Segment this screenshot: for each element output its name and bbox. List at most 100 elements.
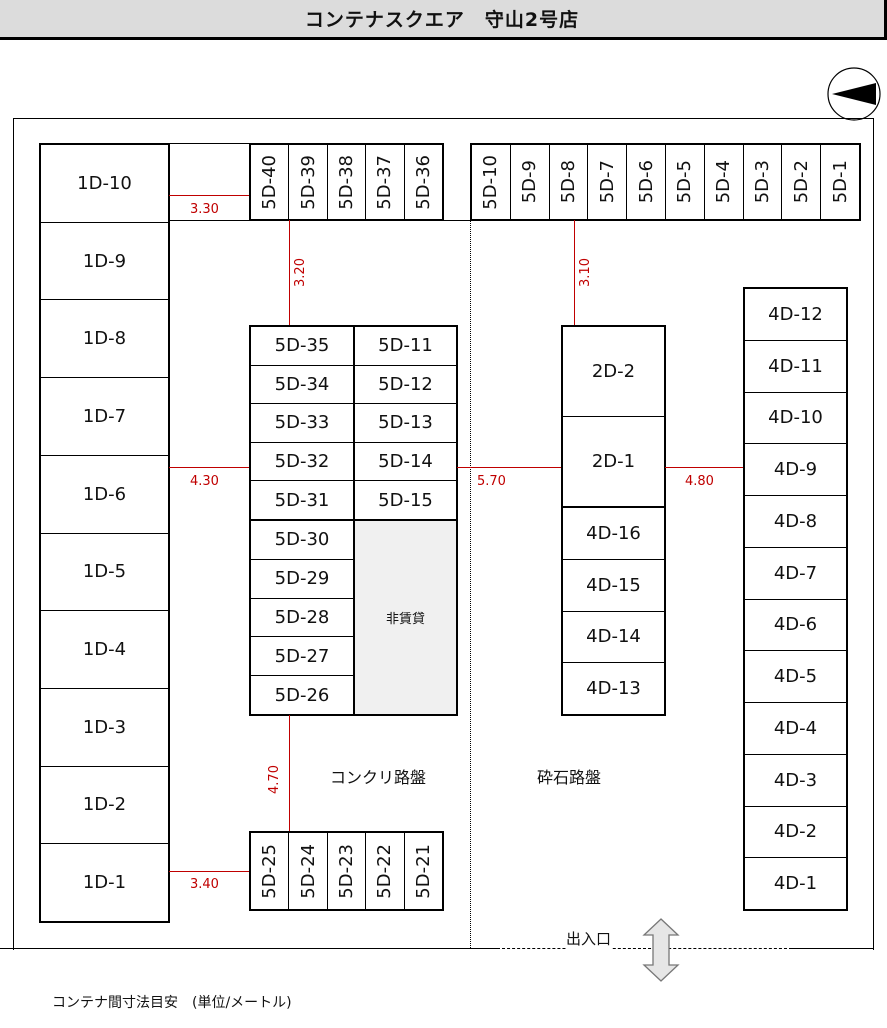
unit-label: 2D-2 — [591, 361, 636, 382]
dimension-label: 4.80 — [685, 474, 714, 489]
unit-label: 5D-25 — [259, 843, 281, 899]
container-unit[interactable]: 4D-7 — [745, 546, 846, 599]
container-unit[interactable]: 5D-21 — [403, 833, 442, 909]
unit-label: 1D-1 — [82, 872, 127, 894]
unit-label: 5D-10 — [480, 154, 502, 210]
unit-label: 4D-12 — [768, 303, 823, 325]
container-unit[interactable]: 5D-38 — [326, 145, 365, 219]
unit-label: 5D-28 — [274, 606, 330, 628]
container-unit[interactable]: 5D-12 — [355, 364, 456, 404]
container-unit[interactable]: 4D-8 — [745, 495, 846, 547]
dimension-label: 3.40 — [190, 877, 219, 892]
container-unit[interactable]: 5D-39 — [288, 145, 326, 219]
container-unit[interactable]: 4D-10 — [745, 391, 846, 444]
container-unit[interactable]: 5D-34 — [251, 364, 353, 404]
unit-label: 1D-4 — [82, 639, 127, 661]
container-unit[interactable]: 5D-28 — [251, 597, 353, 637]
concrete-surface-label: コンクリ路盤 — [330, 768, 427, 787]
container-unit[interactable]: 2D-1 — [563, 416, 664, 506]
container-unit[interactable]: 4D-1 — [745, 857, 846, 909]
container-unit[interactable]: 4D-16 — [563, 508, 664, 559]
unit-label: 4D-11 — [768, 355, 823, 377]
unit-label: 4D-7 — [773, 562, 818, 584]
unit-group-bottom-5d: 5D-25 5D-24 5D-23 5D-22 5D-21 — [249, 831, 444, 911]
container-unit[interactable]: 5D-32 — [251, 441, 353, 481]
container-unit[interactable]: 5D-30 — [251, 521, 353, 559]
unit-label: 4D-13 — [586, 678, 641, 700]
container-unit[interactable]: 5D-24 — [288, 833, 326, 909]
container-unit[interactable]: 1D-8 — [41, 299, 168, 377]
container-unit[interactable]: 5D-4 — [703, 145, 743, 219]
container-unit[interactable]: 1D-7 — [41, 377, 168, 455]
container-unit[interactable]: 4D-13 — [563, 662, 664, 714]
container-unit[interactable]: 5D-25 — [251, 833, 288, 909]
container-unit[interactable]: 5D-7 — [587, 145, 626, 219]
dimension-label: 5.70 — [477, 474, 506, 489]
container-unit[interactable]: 5D-33 — [251, 403, 353, 442]
container-unit[interactable]: 5D-27 — [251, 636, 353, 675]
container-unit[interactable]: 4D-2 — [745, 805, 846, 858]
container-unit[interactable]: 4D-5 — [745, 650, 846, 702]
gravel-surface-label: 砕石路盤 — [537, 768, 602, 787]
container-unit[interactable]: 5D-29 — [251, 558, 353, 598]
container-unit[interactable]: 1D-4 — [41, 610, 168, 688]
container-unit[interactable]: 5D-37 — [365, 145, 403, 219]
surface-divider — [470, 220, 471, 948]
dimension-label: 4.70 — [266, 765, 282, 794]
container-unit[interactable]: 4D-12 — [745, 289, 846, 340]
unit-label: 5D-39 — [297, 154, 319, 210]
unit-label: 4D-6 — [773, 614, 818, 636]
unit-label: 4D-8 — [773, 510, 818, 532]
unit-label: 5D-34 — [274, 373, 330, 395]
unit-label: 1D-10 — [77, 172, 132, 194]
container-unit[interactable]: 2D-2 — [563, 327, 664, 416]
unit-label: 5D-14 — [378, 451, 433, 473]
unit-label: 5D-32 — [274, 451, 330, 473]
container-unit[interactable]: 1D-6 — [41, 454, 168, 533]
container-unit[interactable]: 5D-10 — [472, 145, 510, 219]
container-unit[interactable]: 5D-36 — [403, 145, 442, 219]
container-unit[interactable]: 1D-5 — [41, 532, 168, 611]
container-unit[interactable]: 1D-1 — [41, 843, 168, 921]
container-unit[interactable]: 5D-2 — [781, 145, 820, 219]
container-unit[interactable]: 5D-26 — [251, 675, 353, 714]
container-unit[interactable]: 4D-4 — [745, 702, 846, 754]
unit-label: 5D-24 — [297, 843, 319, 899]
unit-label: 5D-13 — [378, 412, 433, 434]
container-unit[interactable]: 4D-9 — [745, 443, 846, 495]
road-line — [169, 143, 249, 144]
dimension-label: 3.20 — [292, 258, 308, 287]
dimension-line — [289, 220, 290, 325]
container-unit[interactable]: 5D-40 — [251, 145, 288, 219]
container-unit[interactable]: 5D-23 — [326, 833, 365, 909]
container-unit[interactable]: 5D-3 — [742, 145, 782, 219]
container-unit[interactable]: 4D-3 — [745, 753, 846, 806]
container-unit[interactable]: 4D-11 — [745, 339, 846, 392]
container-unit[interactable]: 5D-8 — [548, 145, 588, 219]
container-unit[interactable]: 1D-9 — [41, 221, 168, 300]
container-unit[interactable]: 4D-14 — [563, 610, 664, 663]
unit-label: 5D-22 — [374, 843, 396, 899]
container-unit[interactable]: 5D-11 — [355, 327, 456, 365]
container-unit[interactable]: 1D-3 — [41, 687, 168, 766]
container-unit[interactable]: 1D-10 — [41, 145, 168, 222]
container-unit[interactable]: 5D-13 — [355, 403, 456, 442]
container-unit[interactable]: 5D-6 — [626, 145, 665, 219]
container-unit[interactable]: 5D-15 — [355, 480, 456, 519]
container-unit[interactable]: 5D-14 — [355, 441, 456, 481]
container-unit[interactable]: 5D-1 — [820, 145, 859, 219]
unit-label: 1D-9 — [82, 250, 127, 272]
container-unit[interactable]: 5D-22 — [365, 833, 403, 909]
container-unit[interactable]: 5D-9 — [509, 145, 549, 219]
container-unit[interactable]: 5D-5 — [664, 145, 704, 219]
container-unit[interactable]: 1D-2 — [41, 765, 168, 844]
container-unit[interactable]: 4D-15 — [563, 558, 664, 611]
container-unit[interactable]: 5D-31 — [251, 480, 353, 519]
entrance-arrow-icon — [642, 918, 680, 982]
dimension-line — [169, 871, 249, 872]
container-unit[interactable]: 4D-6 — [745, 598, 846, 651]
container-unit[interactable]: 5D-35 — [251, 327, 353, 365]
